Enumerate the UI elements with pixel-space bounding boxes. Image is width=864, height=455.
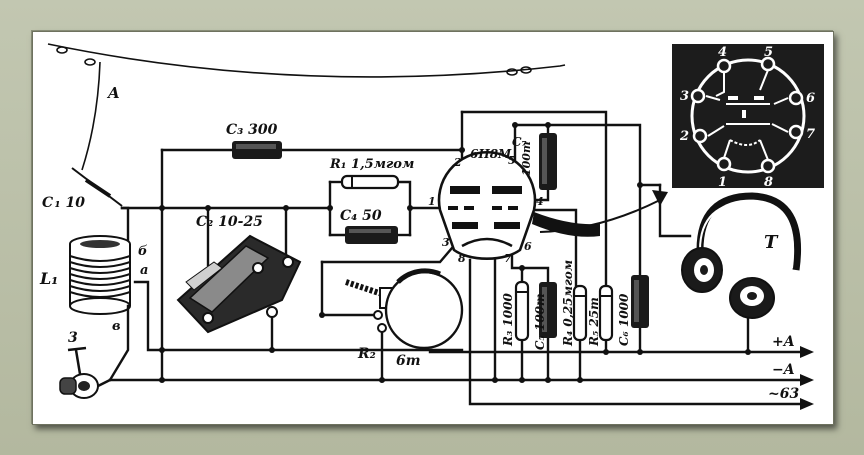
socket-pin-2-label: 2 — [679, 129, 689, 144]
socket-pin-3-label: 3 — [680, 89, 689, 104]
c6-label: C₆ 1000 — [617, 293, 631, 346]
r3-label: R₃ 1000 — [501, 293, 515, 347]
ground-label: 3 — [68, 330, 78, 346]
capacitor-c1: C ₁ 10 — [42, 167, 123, 211]
c7-value-label: 100т — [520, 141, 533, 176]
pin-3-label: 3 — [442, 236, 450, 249]
coil-v-label: в — [112, 319, 121, 334]
insulator-icon — [520, 66, 532, 74]
capacitor-c3: C₃ 300 — [226, 122, 282, 159]
ground-clamp: 3 — [59, 330, 111, 399]
pin-5-label: 5 — [508, 154, 516, 167]
insulator-icon — [56, 46, 68, 54]
pin-4-label: 4 — [536, 195, 544, 208]
coil-a-label: а — [140, 263, 148, 278]
capacitor-c7: C₇ 100т — [512, 133, 557, 190]
socket-pin-7-label: 7 — [806, 127, 815, 142]
capacitor-c5: C₅ 100т — [533, 282, 557, 350]
socket-pin-4-label: 4 — [718, 45, 727, 60]
insulator-icon — [506, 68, 518, 76]
coil-b-label: б — [138, 244, 148, 259]
r2-label: R₂ — [357, 346, 376, 362]
resistor-r4: R₄ 0,25мгом — [561, 260, 588, 347]
tube-socket-inset: 4 5 3 6 2 7 1 8 — [672, 44, 824, 190]
c5-label: C₅ 100т — [533, 293, 547, 350]
c1-label: C ₁ 10 — [42, 195, 85, 211]
capacitor-c4: C₄ 50 — [340, 208, 398, 244]
socket-pin-1-label: 1 — [718, 175, 727, 190]
resistor-r3: R₃ 1000 — [501, 280, 530, 347]
pin-8-label: 8 — [458, 252, 466, 265]
l1-label: L₁ — [39, 269, 58, 288]
capacitor-c6: C₆ 1000 — [617, 275, 649, 346]
r5-label: R₅ 25т — [587, 297, 601, 347]
socket-pin-6-label: 6 — [806, 91, 815, 106]
c2-label: C₂ 10-25 — [196, 214, 263, 230]
tube-6n8m: 6Н8М 1 2 3 4 5 6 7 8 — [428, 147, 544, 265]
headphones-icon: T — [681, 192, 802, 319]
c7-label: C₇ — [512, 135, 527, 149]
antenna: A — [47, 43, 566, 171]
pointer-arrow — [532, 190, 668, 237]
plus-a-label: +A — [772, 334, 795, 350]
r4-label: R₄ 0,25мгом — [561, 260, 575, 347]
antenna-label: A — [106, 84, 120, 102]
socket-pin-8-label: 8 — [764, 175, 773, 190]
pin-7-label: 7 — [504, 252, 512, 265]
c3-label: C₃ 300 — [226, 122, 278, 138]
potentiometer-r2: R₂ 6т — [345, 268, 464, 369]
socket-pin-5-label: 5 — [764, 45, 773, 60]
minus-a-label: −A — [772, 362, 795, 378]
insulator-icon — [84, 58, 96, 66]
variable-capacitor-c2: C₂ 10-25 — [176, 214, 302, 334]
resistor-r5: R₅ 25т — [587, 284, 614, 347]
junctions — [159, 122, 751, 383]
wiring — [108, 110, 814, 410]
c4-label: C₄ 50 — [340, 208, 382, 224]
pin-1-label: 1 — [428, 195, 436, 208]
pin-2-label: 2 — [453, 156, 462, 169]
r1-label: R₁ 1,5мгом — [329, 157, 414, 172]
r2-value-label: 6т — [396, 353, 421, 369]
tube-label: 6Н8М — [470, 147, 512, 161]
resistor-r1: R₁ 1,5мгом — [329, 157, 414, 190]
coil-l1: L₁ б а в — [39, 235, 148, 382]
pin-6-label: 6 — [524, 240, 532, 253]
phones-label: T — [764, 232, 779, 253]
ac-supply-label: ~63 — [768, 386, 799, 402]
